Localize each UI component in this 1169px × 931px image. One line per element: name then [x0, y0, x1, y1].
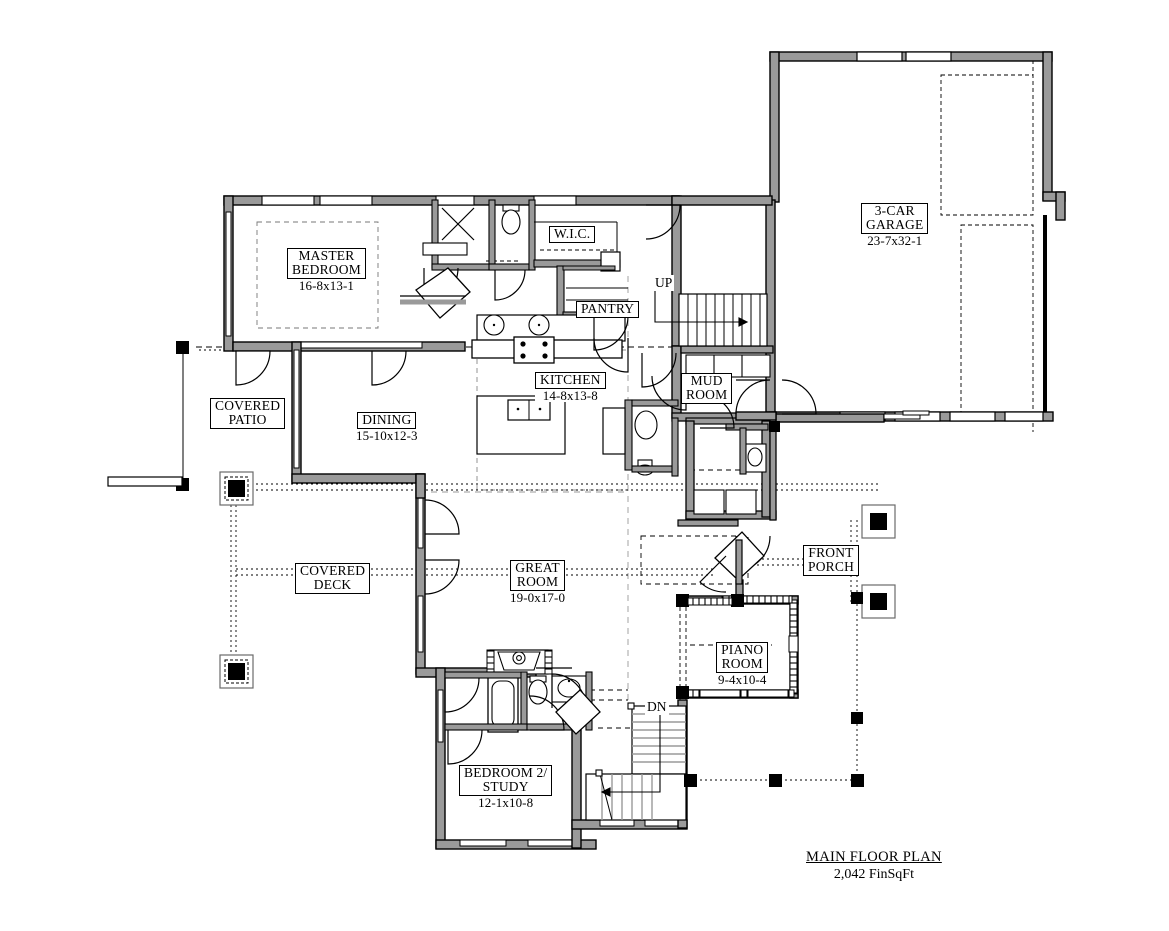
room-name-line: COVERED — [300, 563, 366, 578]
room-label-pantry: PANTRY — [576, 301, 640, 319]
room-name-box: FRONT PORCH — [803, 545, 860, 577]
room-name-box: KITCHEN — [535, 372, 606, 390]
room-label-kitchen: KITCHEN 14-8x13-8 — [535, 372, 606, 402]
room-label-mud-room: MUD ROOM — [681, 373, 733, 405]
room-name-line: FRONT — [808, 545, 854, 560]
room-name-box: MUD ROOM — [681, 373, 733, 405]
room-label-great-room: GREAT ROOM 19-0x17-0 — [508, 560, 568, 606]
room-label-piano-room: PIANO ROOM 9-4x10-4 — [716, 642, 769, 688]
room-name-line: GARAGE — [866, 217, 924, 233]
room-name-line: COVERED — [215, 398, 281, 413]
structural-posts — [176, 341, 896, 787]
room-name-box: COVERED PATIO — [210, 398, 286, 430]
room-name-box: DINING — [357, 412, 417, 430]
title-block: MAIN FLOOR PLAN 2,042 FinSqFt — [806, 849, 942, 883]
room-label-front-porch: FRONT PORCH — [803, 545, 860, 577]
room-name-line: W.I.C. — [554, 226, 591, 241]
main-house-walls — [223, 195, 777, 521]
room-dimensions: 12-1x10-8 — [459, 796, 553, 810]
room-name-line: MASTER — [298, 248, 355, 263]
room-dimensions: 9-4x10-4 — [716, 672, 769, 688]
room-name-box: PIANO ROOM — [716, 642, 769, 674]
room-name-line: DINING — [362, 412, 412, 427]
room-name-line: DECK — [313, 577, 352, 593]
room-name-line: ROOM — [686, 387, 728, 403]
room-name-box: MASTER BEDROOM — [287, 248, 366, 280]
room-label-master-bedroom: MASTER BEDROOM 16-8x13-1 — [287, 248, 366, 293]
room-name-box: PANTRY — [576, 301, 640, 319]
room-dimensions: 14-8x13-8 — [535, 389, 606, 402]
room-label-covered-patio: COVERED PATIO — [210, 398, 286, 430]
stair-dn — [585, 702, 687, 821]
stair-dn-label: DN — [645, 699, 669, 715]
stair-up-label: UP — [653, 275, 675, 291]
room-name-line: ROOM — [721, 656, 763, 672]
room-name-box: 3-CAR GARAGE — [861, 203, 929, 235]
room-label-wic: W.I.C. — [549, 226, 596, 244]
site-projections — [107, 347, 930, 669]
kitchen-fixtures — [471, 314, 626, 455]
room-name-line: PANTRY — [581, 301, 635, 316]
room-label-covered-deck: COVERED DECK — [295, 563, 371, 595]
room-name-line: PATIO — [228, 412, 267, 428]
room-label-garage: 3-CAR GARAGE 23-7x32-1 — [861, 203, 929, 248]
room-label-bedroom-2-study: BEDROOM 2/ STUDY 12-1x10-8 — [459, 765, 553, 810]
plan-title: MAIN FLOOR PLAN — [806, 849, 942, 865]
stair-up — [654, 278, 768, 347]
room-name-box: W.I.C. — [549, 226, 596, 244]
room-dimensions: 19-0x17-0 — [508, 590, 568, 606]
room-name-line: 3-CAR — [874, 203, 915, 218]
interior-partitions — [422, 199, 771, 733]
room-name-box: BEDROOM 2/ STUDY — [459, 765, 553, 797]
room-name-line: MUD — [690, 373, 723, 388]
room-dimensions: 16-8x13-1 — [287, 279, 366, 293]
room-name-line: STUDY — [482, 779, 529, 795]
plan-area: 2,042 FinSqFt — [833, 867, 914, 882]
room-name-line: GREAT — [515, 560, 560, 575]
room-name-line: PIANO — [721, 642, 764, 657]
room-name-line: ROOM — [516, 574, 559, 590]
room-name-line: BEDROOM 2/ — [464, 765, 548, 780]
room-name-box: COVERED DECK — [295, 563, 371, 595]
front-porch-walls — [735, 411, 921, 423]
room-label-dining: DINING 15-10x12-3 — [354, 412, 420, 442]
room-dimensions: 15-10x12-3 — [354, 428, 420, 444]
room-dimensions: 23-7x32-1 — [861, 234, 929, 248]
room-name-line: KITCHEN — [540, 372, 601, 387]
room-name-box: GREAT ROOM — [510, 560, 565, 592]
room-name-line: BEDROOM — [292, 262, 361, 278]
room-name-line: PORCH — [808, 559, 855, 575]
